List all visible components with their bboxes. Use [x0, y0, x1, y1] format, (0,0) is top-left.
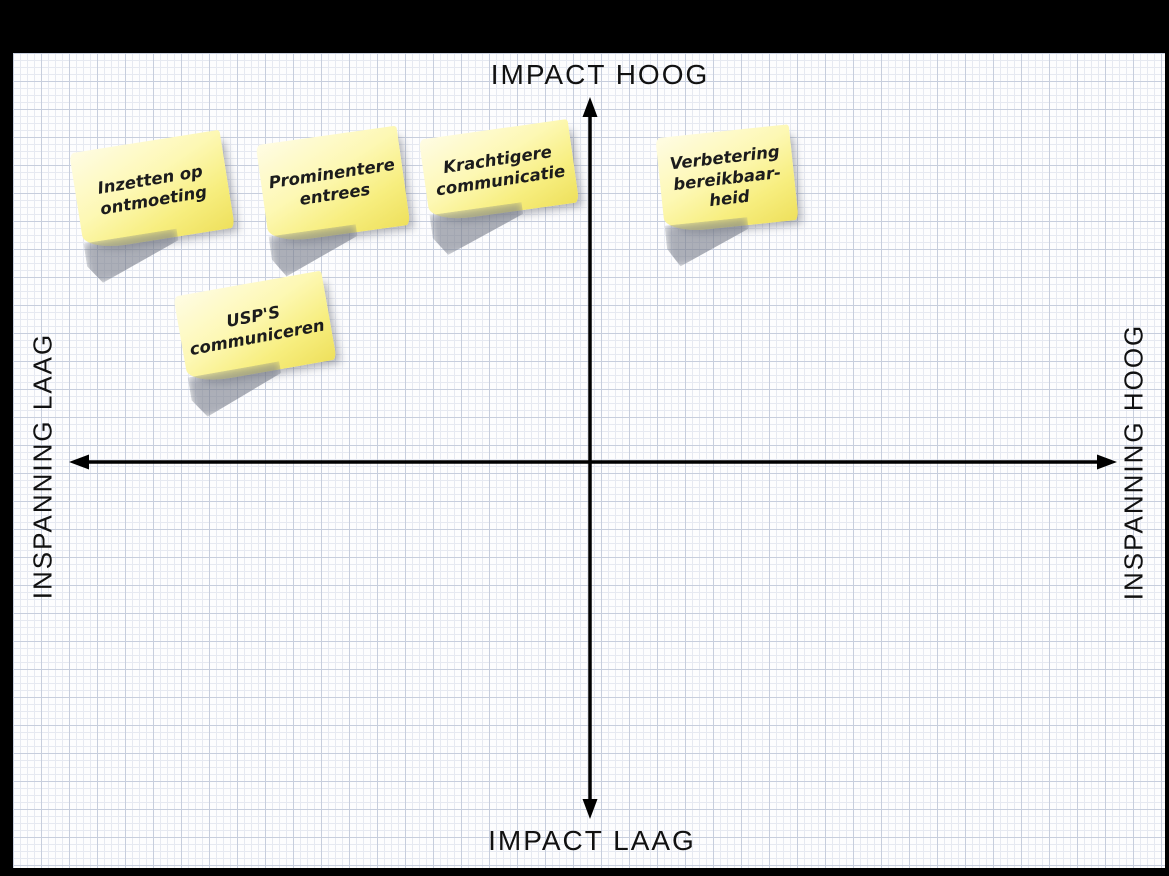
sticky-note-inzetten-op-ontmoeting[interactable]: Inzetten op ontmoeting	[69, 129, 235, 252]
axis-label-impact-laag: IMPACT LAAG	[488, 825, 696, 856]
sticky-note-label: Inzetten op ontmoeting	[96, 161, 209, 219]
sticky-note-label: USP'S communiceren	[187, 302, 326, 360]
arrowhead-up-icon	[582, 97, 598, 117]
sticky-note-usps-communiceren[interactable]: USP'S communiceren	[173, 270, 337, 386]
sticky-note-prominentere-entrees[interactable]: Prominentere entrees	[255, 125, 411, 245]
axis-label-impact-hoog: IMPACT HOOG	[490, 59, 710, 90]
sticky-note-label: Krachtigere communicatie	[434, 142, 567, 200]
arrowhead-down-icon	[582, 799, 598, 819]
sticky-note-krachtigere-communicatie[interactable]: Krachtigere communicatie	[418, 118, 580, 224]
axis-label-inspanning-hoog: INSPANNING HOOG	[1118, 323, 1149, 601]
sticky-note-verbetering-bereikbaarheid[interactable]: Verbetering bereikbaar- heid	[655, 124, 799, 234]
arrowhead-right-icon	[1097, 454, 1117, 470]
arrowhead-left-icon	[69, 454, 89, 470]
sticky-note-label: Prominentere entrees	[267, 155, 396, 210]
grid-paper: IMPACT HOOG IMPACT LAAG INSPANNING LAAG …	[13, 53, 1165, 868]
axis-label-inspanning-laag: INSPANNING LAAG	[27, 332, 58, 600]
sticky-note-label: Verbetering bereikbaar- heid	[668, 142, 782, 211]
